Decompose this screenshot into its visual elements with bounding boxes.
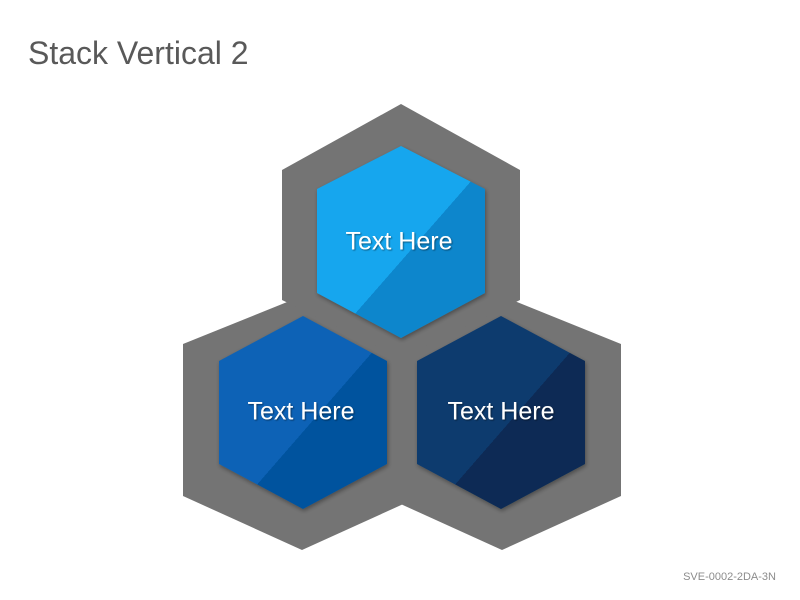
hexagon-top-label: Text Here: [346, 228, 453, 256]
slide-code: SVE-0002-2DA-3N: [683, 571, 776, 583]
hexagon-left: [219, 316, 387, 509]
hexagon-right: [417, 316, 585, 509]
hexagon-top: [317, 146, 485, 338]
slide-title: Stack Vertical 2: [28, 35, 249, 71]
hexagon-left-label: Text Here: [248, 398, 355, 426]
hexagon-right-label: Text Here: [448, 398, 555, 426]
